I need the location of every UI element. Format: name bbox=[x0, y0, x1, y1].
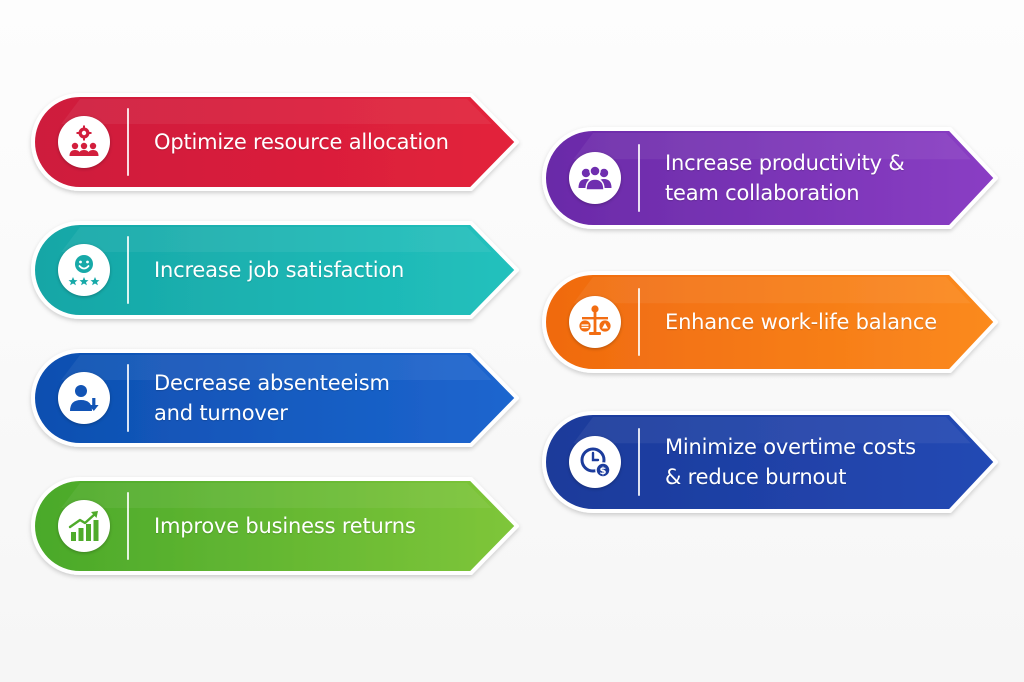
arrow-label: Decrease absenteeism and turnover bbox=[154, 371, 390, 425]
growth-chart-icon bbox=[58, 500, 110, 552]
arrow-body bbox=[31, 477, 519, 575]
arrow-shape bbox=[542, 127, 998, 229]
arrow-divider bbox=[127, 492, 129, 560]
arrow-enhance-work-life-balance: Enhance work-life balance bbox=[541, 270, 999, 374]
arrow-highlight bbox=[573, 417, 971, 444]
arrow-minimize-overtime-costs: $ Minimize overtime costs & reduce burno… bbox=[541, 410, 999, 514]
arrow-highlight bbox=[61, 355, 492, 380]
arrow-divider bbox=[127, 364, 129, 432]
clock-dollar-icon: $ bbox=[569, 436, 621, 488]
arrow-decrease-absenteeism: Decrease absenteeism and turnover bbox=[30, 348, 520, 448]
arrow-label: Increase job satisfaction bbox=[154, 258, 405, 282]
arrow-highlight bbox=[573, 277, 971, 304]
person-down-arrow-icon bbox=[58, 372, 110, 424]
team-gear-icon bbox=[58, 116, 110, 168]
arrow-improve-business-returns: Improve business returns bbox=[30, 476, 520, 576]
arrow-body bbox=[31, 221, 519, 319]
arrow-label: Improve business returns bbox=[154, 514, 416, 538]
team-group-icon bbox=[569, 152, 621, 204]
arrow-highlight bbox=[61, 483, 492, 508]
arrow-label: Increase productivity & team collaborati… bbox=[665, 151, 905, 205]
arrow-body bbox=[542, 271, 998, 373]
arrow-divider bbox=[127, 108, 129, 176]
arrow-highlight bbox=[61, 227, 492, 252]
arrow-shape bbox=[31, 349, 519, 447]
arrow-increase-job-satisfaction: Increase job satisfaction bbox=[30, 220, 520, 320]
balance-scale-icon bbox=[569, 296, 621, 348]
arrow-body bbox=[31, 349, 519, 447]
arrow-body bbox=[542, 127, 998, 229]
arrow-label: Enhance work-life balance bbox=[665, 310, 937, 334]
svg-text:$: $ bbox=[600, 466, 607, 477]
arrow-highlight bbox=[61, 99, 492, 124]
arrow-body bbox=[31, 93, 519, 191]
arrow-body bbox=[542, 411, 998, 513]
smiley-stars-icon bbox=[58, 244, 110, 296]
arrow-optimize-resource-allocation: Optimize resource allocation bbox=[30, 92, 520, 192]
arrow-increase-productivity: Increase productivity & team collaborati… bbox=[541, 126, 999, 230]
arrow-divider bbox=[638, 288, 640, 356]
arrow-highlight bbox=[573, 133, 971, 160]
arrow-divider bbox=[638, 144, 640, 212]
arrow-shape bbox=[542, 411, 998, 513]
arrow-divider bbox=[127, 236, 129, 304]
arrow-shape bbox=[31, 477, 519, 575]
arrow-divider bbox=[638, 428, 640, 496]
arrow-shape bbox=[542, 271, 998, 373]
arrow-label: Minimize overtime costs & reduce burnout bbox=[665, 435, 916, 489]
arrow-label: Optimize resource allocation bbox=[154, 130, 449, 154]
arrow-shape bbox=[31, 93, 519, 191]
arrow-shape bbox=[31, 221, 519, 319]
